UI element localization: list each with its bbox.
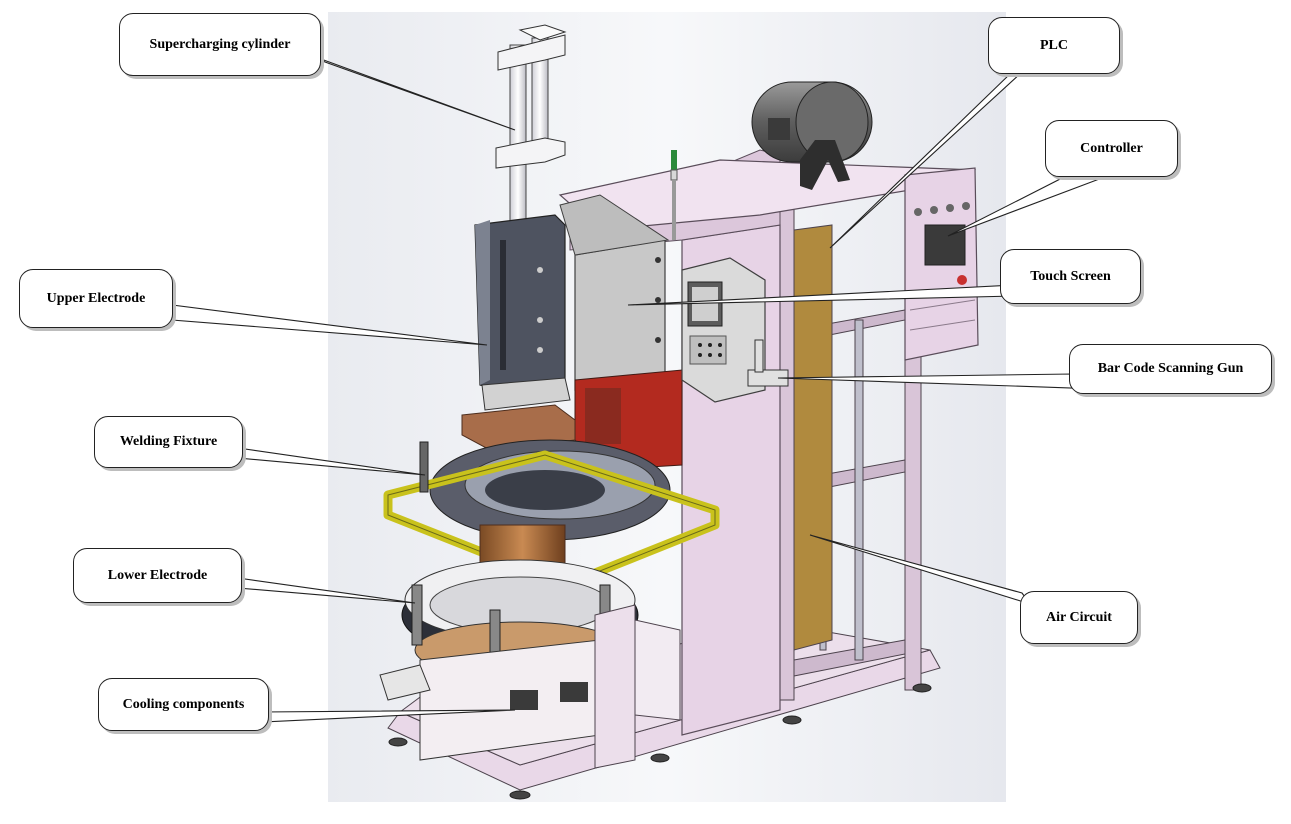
electrode-holder bbox=[461, 404, 576, 451]
leader-supercharging-cylinder bbox=[309, 54, 516, 131]
touch-screen-pod bbox=[681, 257, 766, 403]
callout-touch-screen: Touch Screen bbox=[1000, 249, 1141, 304]
rear-panel bbox=[793, 224, 833, 651]
leader-lower-electrode bbox=[237, 577, 416, 604]
upper-electrode-head bbox=[474, 214, 571, 411]
callout-controller: Controller bbox=[1045, 120, 1178, 177]
callout-bar-code-scanning-gun: Bar Code Scanning Gun bbox=[1069, 344, 1272, 394]
callout-supercharging-cylinder: Supercharging cylinder bbox=[119, 13, 321, 76]
lower-electrode-graphic bbox=[401, 559, 639, 679]
leader-cooling-components bbox=[261, 709, 516, 723]
leader-touch-screen bbox=[627, 284, 1016, 306]
supercharging-cylinder-graphic bbox=[495, 24, 567, 226]
leader-air-circuit bbox=[809, 534, 1032, 606]
leader-bar-code bbox=[777, 373, 1073, 389]
leader-welding-fixture bbox=[237, 447, 426, 476]
workpiece bbox=[429, 439, 671, 541]
cooling-base bbox=[379, 604, 681, 769]
callout-air-circuit: Air Circuit bbox=[1020, 591, 1138, 644]
feet bbox=[388, 683, 932, 800]
leader-plc bbox=[829, 71, 1024, 249]
callout-welding-fixture: Welding Fixture bbox=[94, 416, 243, 468]
callout-cooling-components: Cooling components bbox=[98, 678, 269, 731]
callout-lower-electrode: Lower Electrode bbox=[73, 548, 242, 603]
leader-controller bbox=[947, 172, 1105, 237]
callout-upper-electrode: Upper Electrode bbox=[19, 269, 173, 328]
leader-upper-electrode bbox=[171, 304, 488, 346]
callout-plc: PLC bbox=[988, 17, 1120, 74]
air-tank bbox=[751, 81, 873, 190]
